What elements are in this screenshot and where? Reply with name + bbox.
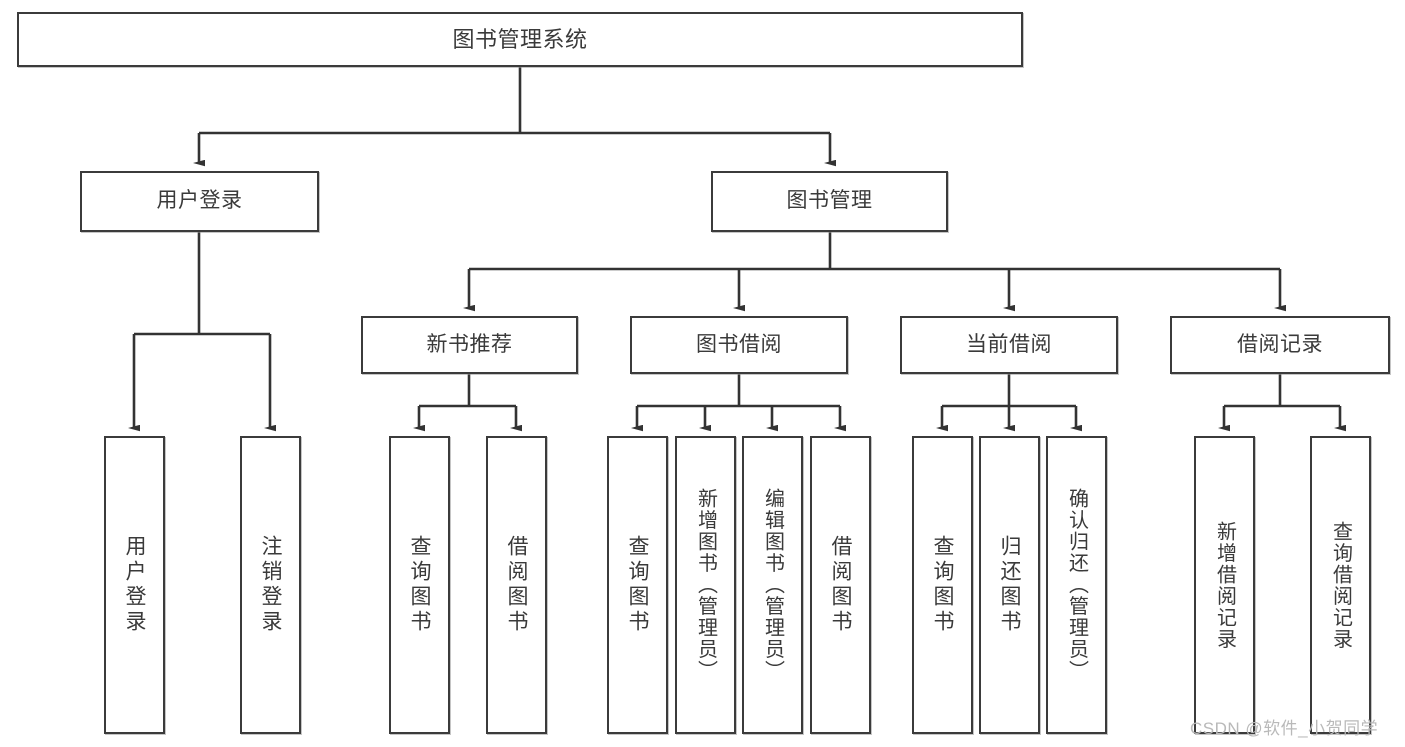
node-borrow-records[interactable]: 借阅记录 — [1170, 316, 1390, 374]
node-label: 借阅记录 — [1237, 332, 1323, 356]
csdn-watermark: CSDN @软件_小贺同学 — [1190, 719, 1379, 738]
node-label: 归还图书 — [998, 535, 1021, 635]
node-label: 新书推荐 — [426, 332, 513, 356]
node-label: 用户登录 — [156, 189, 243, 213]
leaf-query-book-recommend[interactable]: 查询图书 — [389, 436, 450, 734]
leaf-borrow-book[interactable]: 借阅图书 — [810, 436, 871, 734]
node-label: 查询图书 — [931, 535, 954, 635]
node-book-management[interactable]: 图书管理 — [711, 171, 948, 232]
leaf-query-book-current[interactable]: 查询图书 — [912, 436, 973, 734]
node-label: 注销登录 — [259, 535, 282, 635]
leaf-add-book-admin[interactable]: 新增图书（管理员） — [675, 436, 736, 734]
leaf-logout[interactable]: 注销登录 — [240, 436, 301, 734]
node-current-borrow[interactable]: 当前借阅 — [900, 316, 1118, 374]
node-book-borrow[interactable]: 图书借阅 — [630, 316, 848, 374]
node-user-login[interactable]: 用户登录 — [80, 171, 319, 232]
node-label: 查询图书 — [408, 535, 431, 635]
leaf-query-book-borrow[interactable]: 查询图书 — [607, 436, 668, 734]
node-label: 确认归还（管理员） — [1065, 488, 1088, 682]
node-label: 图书管理 — [786, 189, 873, 213]
leaf-confirm-return-admin[interactable]: 确认归还（管理员） — [1046, 436, 1107, 734]
node-label: 图书借阅 — [696, 332, 782, 356]
node-label: 当前借阅 — [966, 332, 1052, 356]
node-label: 新增借阅记录 — [1213, 520, 1236, 650]
node-root-book-management-system[interactable]: 图书管理系统 — [17, 12, 1023, 67]
node-label: 借阅图书 — [829, 535, 852, 635]
leaf-edit-book-admin[interactable]: 编辑图书（管理员） — [742, 436, 803, 734]
node-label: 编辑图书（管理员） — [761, 488, 784, 682]
node-label: 借阅图书 — [505, 535, 528, 635]
node-label: 新增图书（管理员） — [694, 488, 717, 682]
leaf-add-borrow-record[interactable]: 新增借阅记录 — [1194, 436, 1255, 734]
node-label: 查询图书 — [626, 535, 649, 635]
leaf-user-login[interactable]: 用户登录 — [104, 436, 165, 734]
node-new-book-recommend[interactable]: 新书推荐 — [361, 316, 578, 374]
leaf-borrow-book-recommend[interactable]: 借阅图书 — [486, 436, 547, 734]
node-label: 用户登录 — [123, 535, 146, 635]
node-label: 图书管理系统 — [452, 26, 588, 52]
leaf-return-book[interactable]: 归还图书 — [979, 436, 1040, 734]
leaf-query-borrow-record[interactable]: 查询借阅记录 — [1310, 436, 1371, 734]
node-label: 查询借阅记录 — [1329, 520, 1352, 650]
